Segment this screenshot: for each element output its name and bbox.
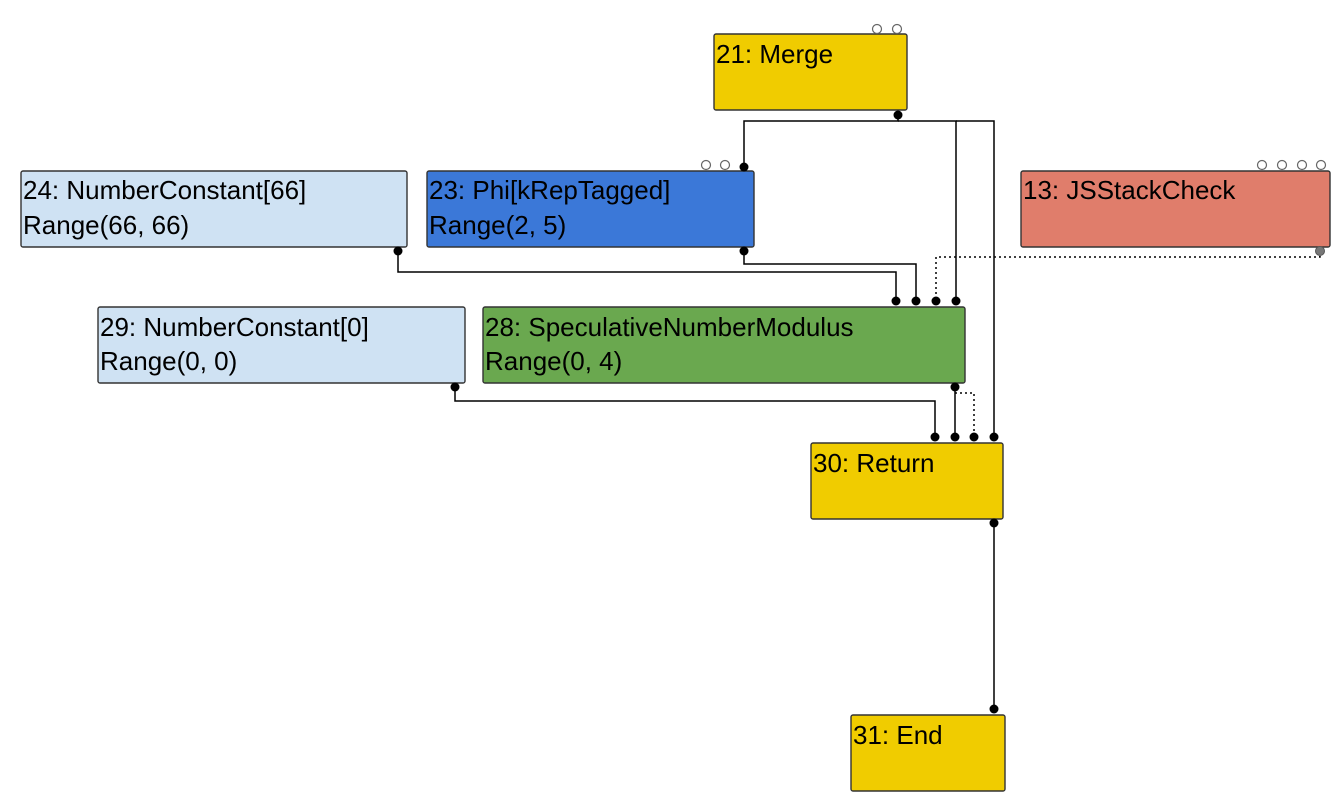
input-port-icon[interactable]: [719, 159, 731, 171]
node-23-phi[interactable]: 23: Phi[kRepTagged] Range(2, 5): [426, 159, 755, 248]
edge-constant0-to-return: [454, 387, 936, 436]
input-port-icon[interactable]: [950, 432, 960, 442]
output-port-icon[interactable]: [1315, 246, 1325, 256]
node-13-label: 13: JSStackCheck: [1023, 175, 1236, 205]
output-port-icon[interactable]: [739, 246, 749, 256]
input-port-icon[interactable]: [969, 432, 979, 442]
output-port-icon[interactable]: [393, 246, 403, 256]
output-port-icon[interactable]: [450, 382, 460, 392]
edge-stackcheck-to-modulus: [935, 251, 1321, 300]
node-28-range: Range(0, 4): [485, 346, 622, 376]
port-layer: [393, 110, 1325, 714]
output-port-icon[interactable]: [989, 518, 999, 528]
input-port-icon[interactable]: [739, 162, 749, 172]
node-24-range: Range(66, 66): [23, 210, 189, 240]
input-port-icon[interactable]: [1256, 159, 1268, 171]
input-port-icon[interactable]: [891, 23, 903, 35]
edge-constant66-to-modulus: [397, 251, 897, 300]
node-30-return[interactable]: 30: Return: [810, 442, 1004, 520]
node-23-label: 23: Phi[kRepTagged]: [429, 175, 670, 205]
edge-merge-to-phi: [743, 115, 899, 166]
node-28-label: 28: SpeculativeNumberModulus: [485, 312, 854, 342]
input-port-icon[interactable]: [930, 432, 940, 442]
node-30-label: 30: Return: [813, 448, 934, 478]
input-port-icon[interactable]: [989, 432, 999, 442]
input-port-icon[interactable]: [931, 296, 941, 306]
node-23-range: Range(2, 5): [429, 210, 566, 240]
input-port-icon[interactable]: [951, 296, 961, 306]
input-port-icon[interactable]: [891, 296, 901, 306]
node-13-js-stack-check[interactable]: 13: JSStackCheck: [1020, 159, 1331, 248]
edge-phi-to-modulus: [743, 251, 917, 300]
output-port-icon[interactable]: [950, 382, 960, 392]
node-21-label: 21: Merge: [716, 39, 833, 69]
node-24-number-constant[interactable]: 24: NumberConstant[66] Range(66, 66): [20, 170, 408, 248]
node-31-end[interactable]: 31: End: [850, 714, 1006, 792]
node-21-merge[interactable]: 21: Merge: [713, 23, 908, 111]
node-24-label: 24: NumberConstant[66]: [23, 175, 306, 205]
edge-merge-to-modulus: [898, 120, 957, 300]
input-port-icon[interactable]: [911, 296, 921, 306]
input-port-icon[interactable]: [700, 159, 712, 171]
input-port-icon[interactable]: [1276, 159, 1288, 171]
edge-layer: [397, 115, 1321, 708]
node-31-label: 31: End: [853, 720, 943, 750]
edge-modulus-to-return-effect: [955, 392, 975, 436]
node-29-number-constant[interactable]: 29: NumberConstant[0] Range(0, 0): [97, 306, 466, 384]
input-port-icon[interactable]: [871, 23, 883, 35]
node-29-range: Range(0, 0): [100, 346, 237, 376]
node-28-speculative-number-modulus[interactable]: 28: SpeculativeNumberModulus Range(0, 4): [482, 306, 966, 384]
input-port-icon[interactable]: [1296, 159, 1308, 171]
input-port-icon[interactable]: [1315, 159, 1327, 171]
node-29-label: 29: NumberConstant[0]: [100, 312, 369, 342]
output-port-icon[interactable]: [893, 110, 903, 120]
edge-merge-to-return: [956, 120, 995, 436]
input-port-icon[interactable]: [989, 704, 999, 714]
